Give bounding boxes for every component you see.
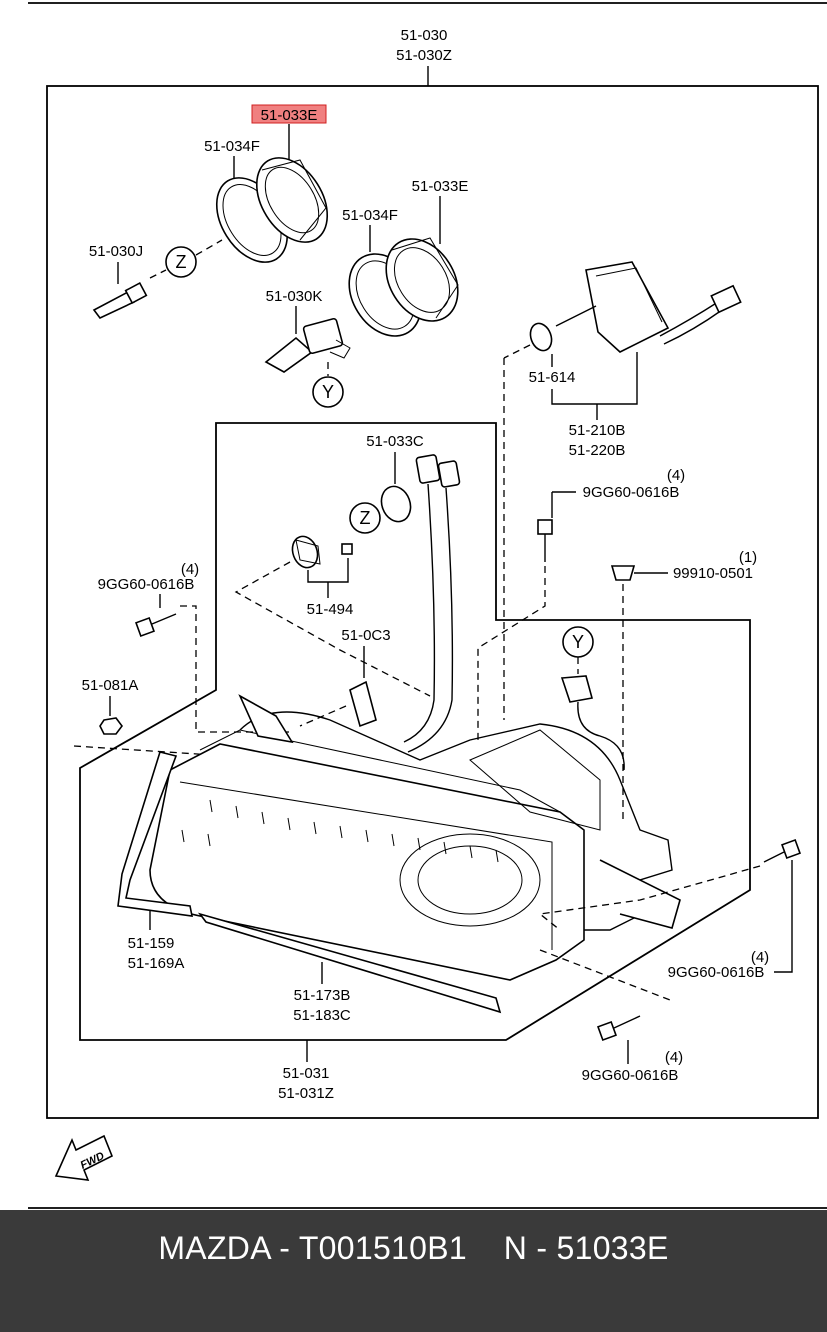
label-highlighted-part[interactable]: 51-033E [261, 107, 318, 124]
dash-bolt-top [477, 566, 546, 740]
dash-494 [234, 561, 431, 697]
connector-y-part [560, 675, 594, 703]
label-mold-183c: 51-183C [293, 1007, 351, 1024]
molding-173b-part [197, 912, 502, 1014]
label-socket-494: 51-494 [307, 601, 354, 618]
label-clip: 99910-0501 [673, 565, 753, 582]
dash-z-top [195, 239, 223, 256]
ref-circle-y-top [312, 376, 344, 408]
socket-highlighted-part [255, 157, 329, 243]
label-bolt-right-qty: (4) [751, 949, 769, 966]
label-actuator-l: 51-210B [569, 422, 626, 439]
ref-z-mid: Z [360, 508, 371, 528]
label-housing: 51-031 [283, 1065, 330, 1082]
bolt-right-part [763, 839, 801, 863]
label-socket-right: 51-033E [412, 178, 469, 195]
label-mold-173b: 51-173B [294, 987, 351, 1004]
footer-bar: MAZDA - T001510B1 N - 51033E [0, 1210, 827, 1332]
label-bolt-bottom-qty: (4) [665, 1049, 683, 1066]
bolt-top-part [537, 519, 553, 562]
label-housing-z: 51-031Z [278, 1085, 334, 1102]
leader-bolt-right [774, 860, 793, 973]
oring-part [529, 322, 553, 352]
housing-frame [79, 422, 751, 1041]
ref-y-top: Y [322, 382, 334, 402]
label-assembly-top-z: 51-030Z [396, 47, 452, 64]
dash-cover [299, 705, 347, 727]
label-actuator-r: 51-220B [569, 442, 626, 459]
actuator-part [555, 261, 742, 353]
label-trim-159: 51-159 [128, 935, 175, 952]
label-trim-169a: 51-169A [128, 955, 185, 972]
label-bolt-top-qty: (4) [667, 467, 685, 484]
socket-494-part [291, 535, 353, 569]
outer-frame [46, 85, 819, 1119]
label-clip-qty: (1) [739, 549, 757, 566]
fwd-arrow-icon: FWD [54, 1134, 114, 1181]
wire-y [577, 701, 625, 771]
parts-diagram: 51-030 51-030Z 51-033E 51-034F 51-034F 5… [28, 2, 827, 1209]
label-ring-right: 51-034F [342, 207, 398, 224]
bolt-bottom-part [597, 1015, 641, 1041]
ref-y-mid: Y [572, 632, 584, 652]
ref-circle-z-mid [349, 502, 381, 534]
label-bulb-h3: 51-030K [266, 288, 323, 305]
label-bolt-bottom: 9GG60-0616B [582, 1067, 679, 1084]
clip-part [610, 565, 636, 581]
footer-caption: MAZDA - T001510B1 N - 51033E [158, 1230, 669, 1266]
label-assembly-top: 51-030 [401, 27, 448, 44]
ref-z-top: Z [176, 252, 187, 272]
nut-081a-part [99, 717, 123, 735]
bracket-actuator [551, 352, 638, 405]
headlamp-housing-part [149, 694, 681, 981]
label-ring-left: 51-034F [204, 138, 260, 155]
bulb-h3-part [264, 317, 351, 373]
dash-bulb-h1 [149, 269, 167, 279]
label-oring: 51-614 [529, 369, 576, 386]
socket-right-part [385, 237, 459, 322]
label-socket-c: 51-033C [366, 433, 424, 450]
label-cover-0c3: 51-0C3 [341, 627, 390, 644]
label-bulb-h1: 51-030J [89, 243, 143, 260]
bulb-h1-part [92, 281, 148, 320]
label-bolt-left-qty: (4) [181, 561, 199, 578]
label-bolt-right: 9GG60-0616B [668, 964, 765, 981]
socket-c-part [380, 454, 461, 753]
label-bolt-top: 9GG60-0616B [583, 484, 680, 501]
trim-159-part [117, 751, 194, 917]
dash-oring [503, 344, 531, 359]
ref-circle-z-top [165, 246, 197, 278]
label-nut-081a: 51-081A [82, 677, 139, 694]
dash-bolt-right [538, 865, 761, 931]
highlight-box [251, 104, 327, 124]
cover-0c3-part [349, 680, 377, 728]
bolt-left-part [135, 613, 177, 637]
label-bolt-left: 9GG60-0616B [98, 576, 195, 593]
dash-bolt-left [180, 605, 290, 733]
